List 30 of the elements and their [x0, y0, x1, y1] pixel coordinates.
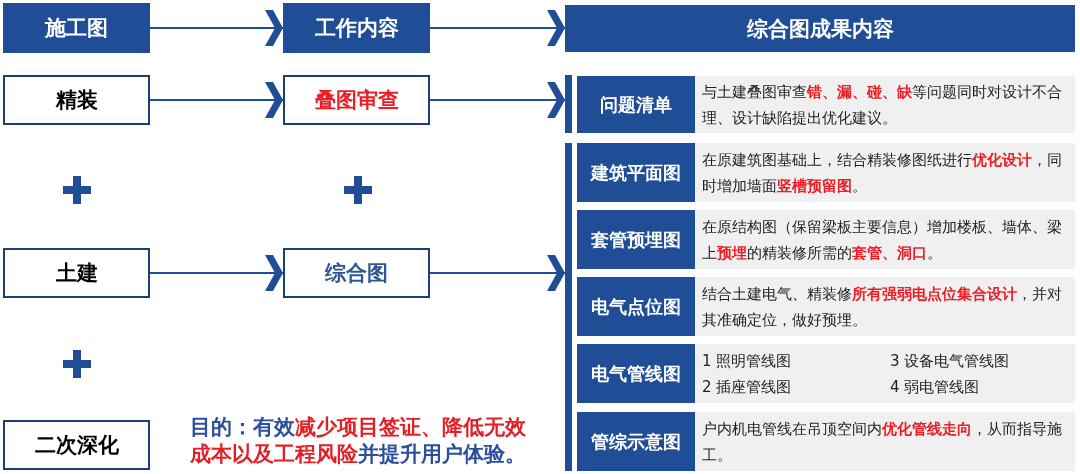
row-description: 在原建筑图基础上，结合精装修图纸进行优化设计，同时增加墙面竖槽预留图。	[702, 149, 1063, 197]
process-box: 二次深化	[3, 420, 150, 470]
process-box: 综合图	[283, 248, 430, 298]
content-row	[577, 344, 1075, 403]
row-title: 问题清单	[577, 76, 695, 133]
content-row	[577, 277, 1075, 336]
process-box: 土建	[3, 248, 150, 298]
process-box: 叠图审查	[283, 75, 430, 125]
list-item: 2 插座管线图	[702, 376, 792, 398]
row-description: 结合土建电气、精装修所有强弱电点位集合设计，并对其准确定位，做好预埋。	[702, 283, 1063, 331]
column-header: 综合图成果内容	[565, 5, 1075, 52]
column-header: 工作内容	[283, 3, 430, 53]
list-item: 4 弱电管线图	[890, 376, 980, 398]
row-title: 套管预埋图	[577, 210, 695, 269]
content-row	[577, 143, 1075, 202]
list-item: 1 照明管线图	[702, 350, 792, 372]
row-description: 户内机电管线在吊顶空间内优化管线走向，从而指导施工。	[702, 418, 1063, 466]
process-box: 精装	[3, 75, 150, 125]
column-header: 施工图	[3, 3, 150, 53]
purpose-note: 目的：有效减少项目签证、降低无效成本以及工程风险并提升用户体验。	[190, 414, 527, 468]
row-title: 电气点位图	[577, 277, 695, 336]
row-description: 在原结构图（保留梁板主要信息）增加楼板、墙体、梁上预埋的精装修所需的套管、洞口。	[702, 216, 1063, 264]
content-row	[577, 412, 1075, 471]
row-title: 建筑平面图	[577, 143, 695, 202]
row-title: 电气管线图	[577, 344, 695, 403]
row-description: 与土建叠图审查错、漏、碰、缺等问题同时对设计不合理、设计缺陷提出优化建议。	[702, 81, 1063, 129]
row-title: 管综示意图	[577, 412, 695, 471]
list-item: 3 设备电气管线图	[890, 350, 1010, 372]
content-row	[577, 210, 1075, 269]
content-group	[565, 143, 1075, 471]
